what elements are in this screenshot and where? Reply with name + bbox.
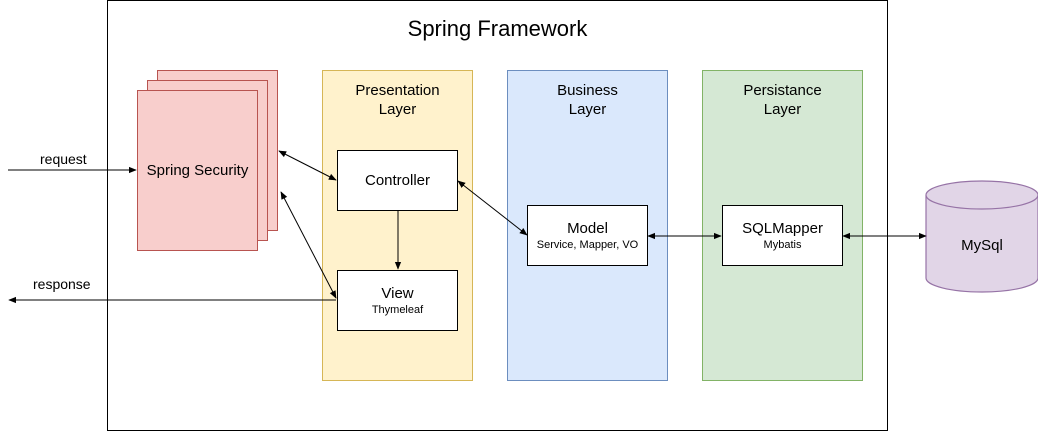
business-layer-title-line2: Layer <box>568 101 607 118</box>
request-label: request <box>40 151 87 167</box>
response-label: response <box>33 276 91 292</box>
presentation-layer-title: Presentation Layer <box>323 81 472 119</box>
persistance-layer-title-line2: Layer <box>763 101 802 118</box>
business-layer-title: Business Layer <box>508 81 667 119</box>
mysql-database <box>925 180 1038 293</box>
view-sublabel: Thymeleaf <box>371 303 424 316</box>
security-controller-arrow <box>278 150 337 181</box>
mysql-label: MySql <box>961 237 1003 254</box>
view-label: View <box>381 284 414 302</box>
presentation-layer-title-line2: Layer <box>378 101 417 118</box>
model-label: Model <box>567 219 608 237</box>
controller-label: Controller <box>364 171 431 189</box>
security-view-arrow <box>280 191 337 299</box>
controller-box: Controller <box>337 150 458 211</box>
view-box: View Thymeleaf <box>337 270 458 331</box>
controller-model-arrow <box>457 180 528 236</box>
model-box: Model Service, Mapper, VO <box>527 205 648 266</box>
diagram-title: Spring Framework <box>407 16 588 41</box>
sqlmapper-label: SQLMapper <box>742 219 823 237</box>
spring-security-label: Spring Security <box>146 162 249 179</box>
sqlmapper-sublabel: Mybatis <box>763 238 802 251</box>
presentation-layer-title-line1: Presentation <box>355 82 440 99</box>
sqlmapper-box: SQLMapper Mybatis <box>722 205 843 266</box>
business-layer-title-line1: Business <box>557 82 618 99</box>
model-sublabel: Service, Mapper, VO <box>536 238 639 251</box>
spring-security-box: Spring Security <box>137 90 258 251</box>
persistance-layer-title: Persistance Layer <box>703 81 862 119</box>
persistance-layer-title-line1: Persistance <box>743 82 822 99</box>
